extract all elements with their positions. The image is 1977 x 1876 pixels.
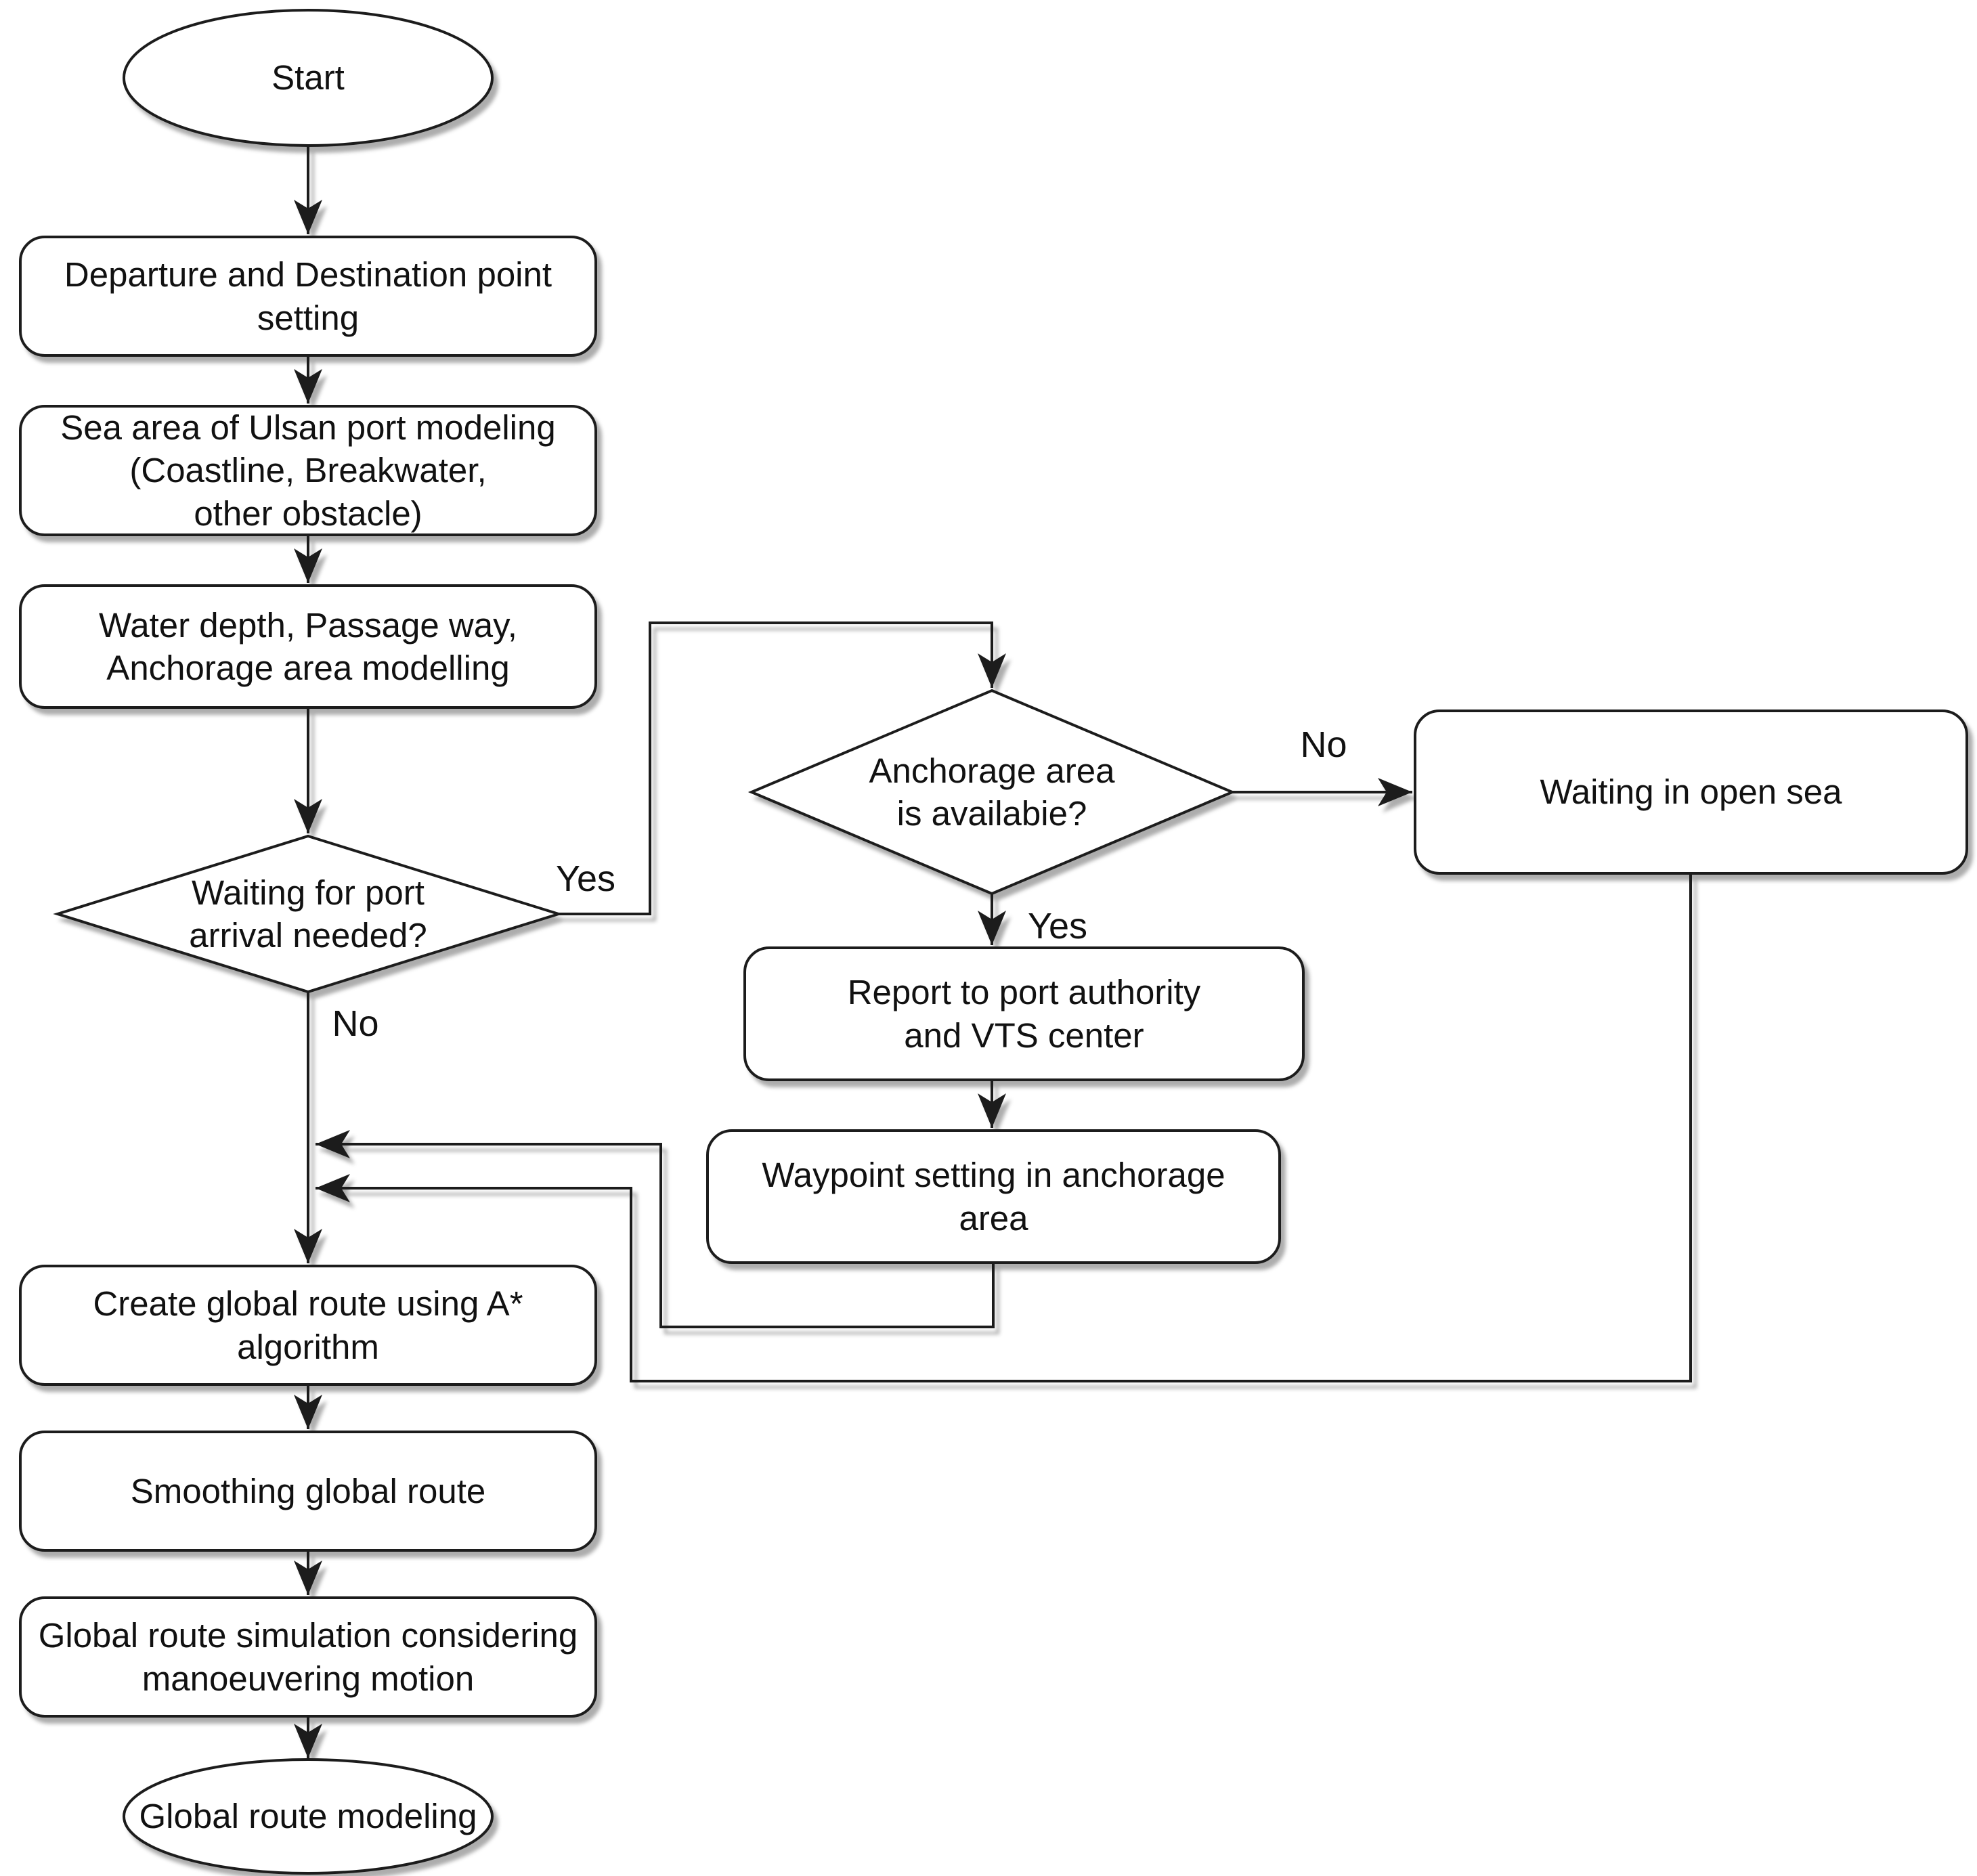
anchorage-decision-shape (747, 689, 1236, 896)
departure-node-shape (19, 236, 597, 357)
sea-area-node-shape (19, 405, 597, 536)
smoothing-node-shape (19, 1431, 597, 1552)
start-node-shape (123, 9, 494, 147)
edge-waiting-yes-to-anchorage-decision (559, 621, 1006, 915)
create-route-node-shape (19, 1265, 597, 1386)
water-depth-node-shape (19, 584, 597, 709)
report-node-shape (743, 946, 1305, 1081)
edge-waypoint-return-to-main-line (316, 1130, 995, 1328)
waiting-decision-shape (53, 834, 563, 994)
waypoint-node-shape (706, 1129, 1281, 1264)
end-node-shape (123, 1758, 494, 1875)
simulation-node-shape (19, 1596, 597, 1718)
edge-open-sea-return-to-main-line (316, 873, 1692, 1382)
waiting-open-sea-node-shape (1414, 710, 1968, 875)
